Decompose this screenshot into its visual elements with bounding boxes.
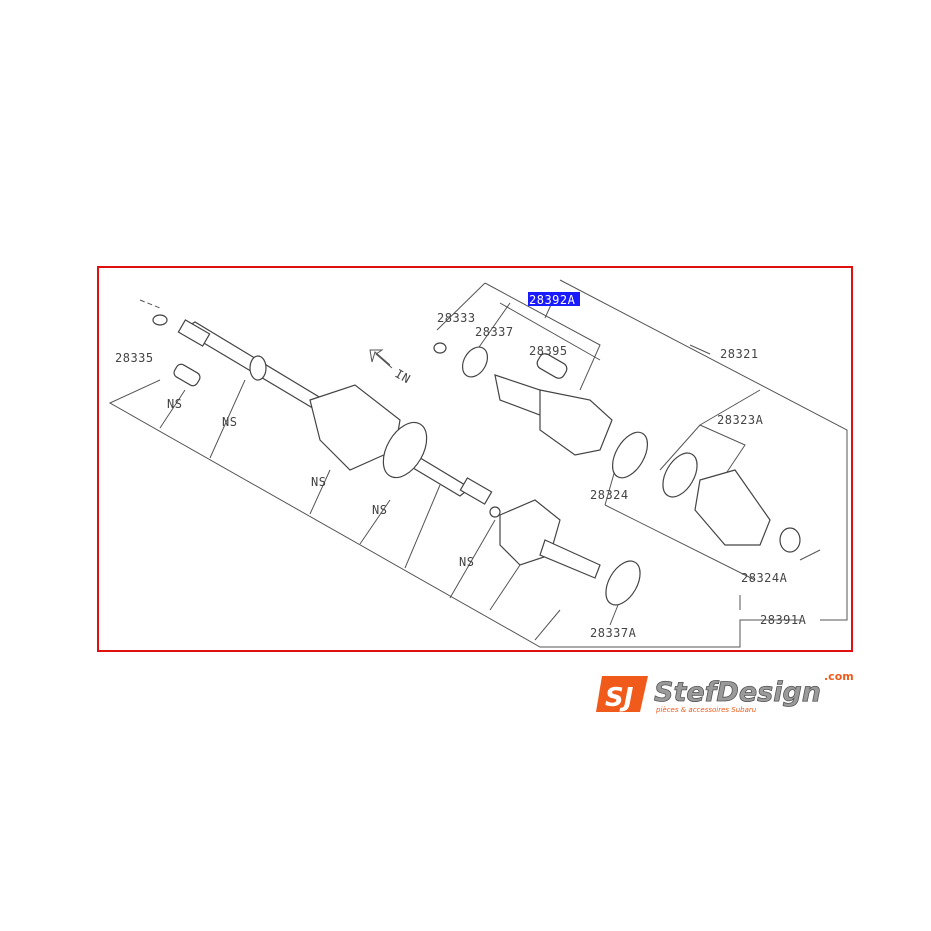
part-label-28391A[interactable]: 28391A <box>760 613 807 627</box>
direction-label: IN <box>393 366 413 386</box>
highlight-28392A <box>528 292 580 306</box>
part-label-28335[interactable]: 28335 <box>115 351 154 365</box>
logo-mark: SJ StefDesign .com pièces & accessoires … <box>596 670 854 714</box>
part-label-28337[interactable]: 28337 <box>475 325 514 339</box>
outer-cv-joint <box>459 477 641 606</box>
part-label-28392A[interactable]: 28392A <box>529 293 576 307</box>
stefdesign-logo: SJ StefDesign .com pièces & accessoires … <box>596 668 856 718</box>
ns-label: NS <box>167 397 182 411</box>
svg-text:.com: .com <box>824 670 854 683</box>
part-label-28321[interactable]: 28321 <box>720 347 759 361</box>
outer-boot <box>309 384 428 479</box>
part-label-28337A[interactable]: 28337A <box>590 626 637 640</box>
svg-text:StefDesign: StefDesign <box>654 677 821 708</box>
part-label-28333[interactable]: 28333 <box>437 311 476 325</box>
ns-label: NS <box>222 415 237 429</box>
svg-text:SJ: SJ <box>605 683 634 713</box>
ns-label: NS <box>372 503 387 517</box>
ns-label: NS <box>311 475 326 489</box>
inner-joint-parts <box>173 342 801 553</box>
part-label-28323A[interactable]: 28323A <box>717 413 764 427</box>
svg-text:pièces & accessoires Subaru: pièces & accessoires Subaru <box>655 706 757 714</box>
ns-label: NS <box>459 555 474 569</box>
diagram-frame <box>97 266 853 652</box>
part-label-28324[interactable]: 28324 <box>590 488 629 502</box>
part-label-28395[interactable]: 28395 <box>529 344 568 358</box>
direction-arrow-icon <box>369 349 393 369</box>
part-label-28324A[interactable]: 28324A <box>741 571 788 585</box>
